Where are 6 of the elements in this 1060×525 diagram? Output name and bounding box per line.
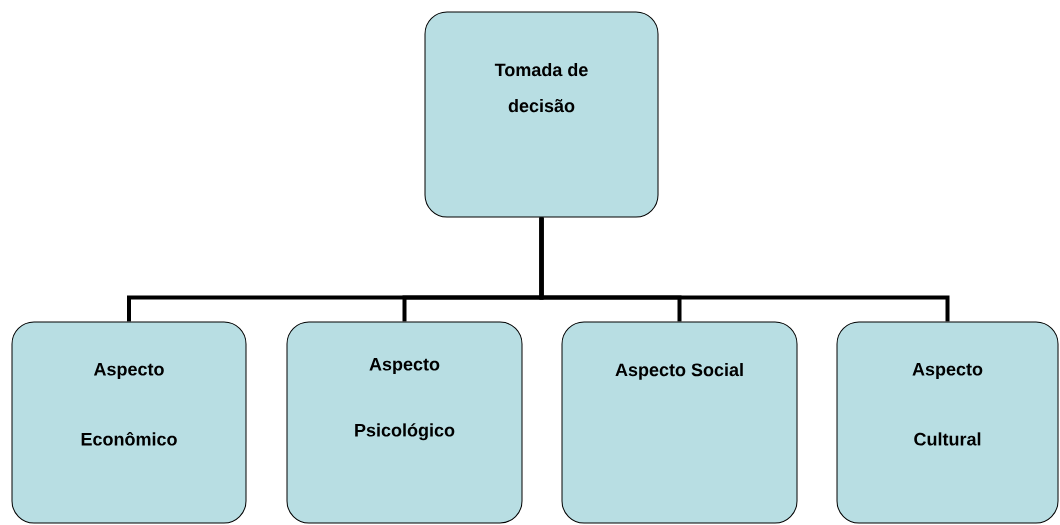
connector-line (539, 217, 950, 322)
process-box: Aspecto Psicológico (286, 321, 523, 524)
process-box: Aspecto Econômico (11, 321, 247, 524)
process-box: Aspecto Social (561, 321, 798, 524)
process-box: Aspecto Cultural (836, 321, 1059, 524)
process-box: Tomada de decisão (424, 11, 659, 218)
